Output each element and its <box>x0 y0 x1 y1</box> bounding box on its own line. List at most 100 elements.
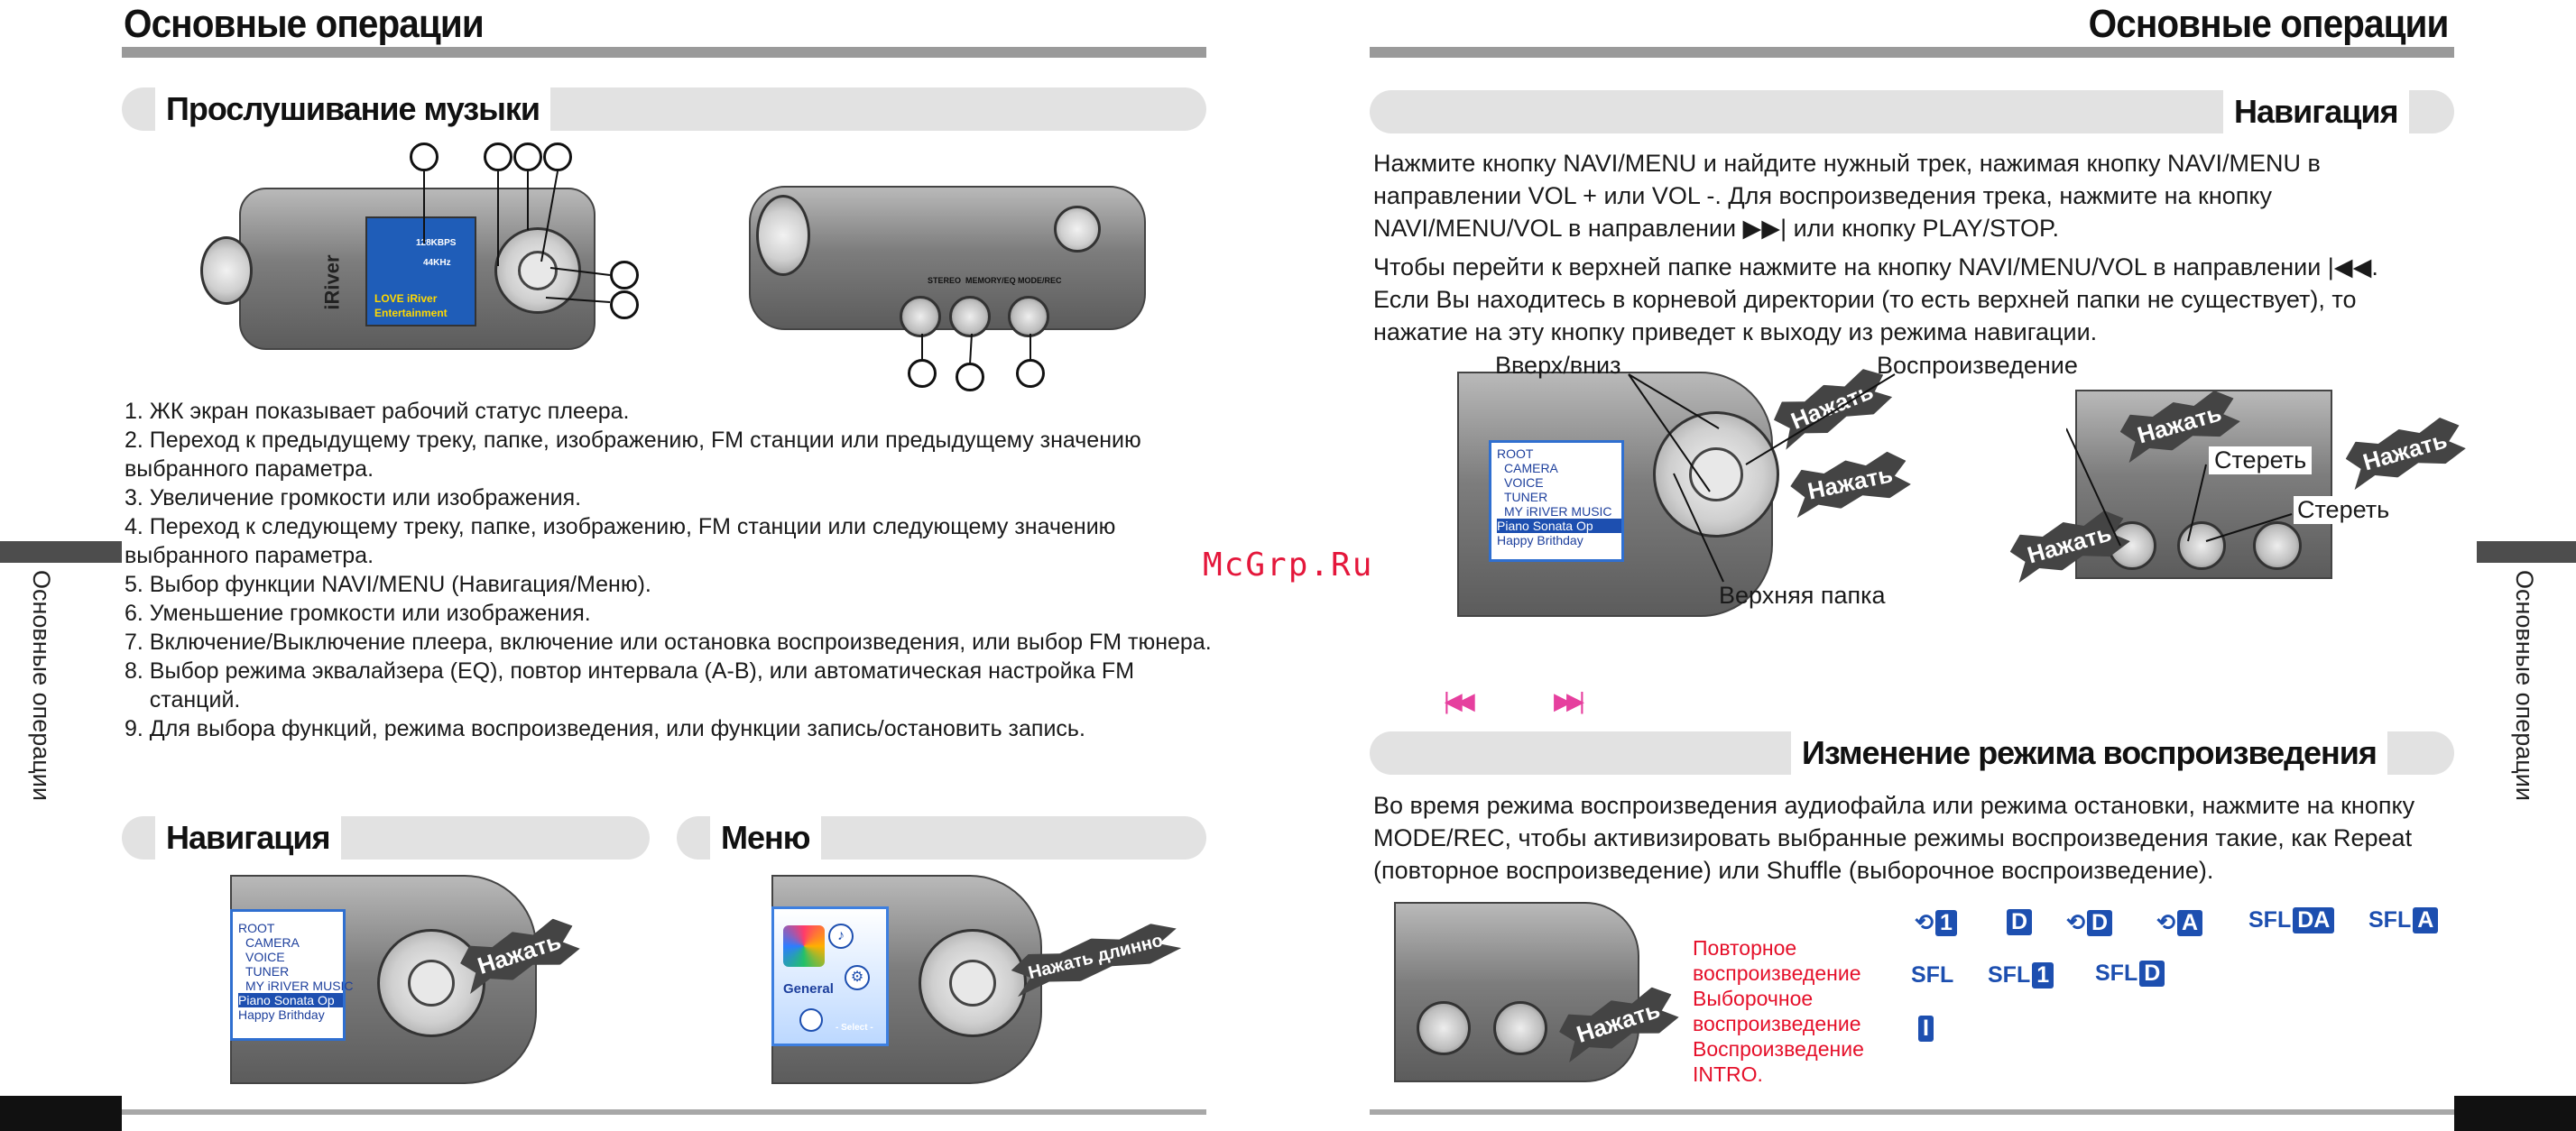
callout-1 <box>410 143 439 171</box>
label-delete-1: Стереть <box>2209 446 2313 474</box>
function-list: 1. ЖК экран показывает рабочий статус пл… <box>125 397 1216 743</box>
list-item: 7. Включение/Выключение плеера, включени… <box>125 630 1212 655</box>
folder-item: VOICE <box>1504 475 1544 490</box>
list-item: 4. Переход к следующему треку, папке, из… <box>125 514 1116 539</box>
label-upper-folder: Верхняя папка <box>1719 582 1886 609</box>
repeat-dir-badge: D <box>2005 909 2033 935</box>
list-item: станций. <box>125 687 241 713</box>
disc-icon <box>799 1008 823 1032</box>
legend-line: Выборочное <box>1693 987 1814 1010</box>
intro-badge: I <box>1916 1016 1934 1042</box>
side-label-left: Основные операции <box>28 570 55 801</box>
header-rule-left <box>122 47 1206 58</box>
general-icon <box>783 925 825 967</box>
callout-9 <box>1016 359 1045 388</box>
navigation-para-2: Чтобы перейти к верхней папке нажмите на… <box>1373 253 2378 280</box>
memory-eq-button-mode[interactable] <box>1417 1001 1471 1055</box>
stereo-button-top[interactable] <box>900 296 941 337</box>
next-arrow-icon: ▶▶| <box>1554 687 1585 714</box>
press-burst-right: Нажать <box>2342 413 2469 490</box>
mode-para: Во время режима воспроизведения аудиофай… <box>1373 792 2415 884</box>
label-delete-2: Стереть <box>2294 496 2394 524</box>
mode-device-body <box>1394 902 1639 1082</box>
folder-item: CAMERA <box>1504 461 1558 475</box>
folder-item: VOICE <box>245 950 285 964</box>
lcd-bitrate: 128KBPS <box>416 238 457 248</box>
device-brand-logo: iRiver <box>320 254 344 310</box>
section-title-navigation: Навигация <box>2223 90 2409 133</box>
side-tab-right <box>2477 541 2576 563</box>
legend-line: Повторное <box>1693 936 1797 960</box>
repeat-dir-all-badge: ⟲D <box>2066 909 2113 936</box>
navi-wheel-center-nav-small[interactable] <box>408 960 455 1007</box>
lcd-line2: Entertainment <box>374 307 448 319</box>
callout-lines-top <box>921 334 1031 365</box>
list-item: 6. Уменьшение громкости или изображения. <box>125 601 591 626</box>
footer-rule-right <box>1370 1109 2454 1115</box>
mode-legend: Повторное воспроизведение Выборочное вос… <box>1693 935 1864 1087</box>
folder-item: MY iRIVER MUSIC <box>1504 504 1612 519</box>
footer-corner-right <box>2454 1096 2576 1131</box>
label-playback: Воспроизведение <box>1877 352 2078 379</box>
legend-line: INTRO. <box>1693 1062 1763 1086</box>
list-item: 3. Увеличение громкости или изображения. <box>125 485 582 510</box>
folder-item-selected: Piano Sonata Op <box>1497 519 1621 533</box>
list-item: 2. Переход к предыдущему треку, папке, и… <box>125 428 1141 453</box>
memory-eq-button[interactable] <box>2177 521 2226 570</box>
mode-rec-button[interactable] <box>2253 521 2302 570</box>
callout-3 <box>513 143 542 171</box>
callout-5 <box>610 261 639 290</box>
device-top-port <box>1054 206 1101 253</box>
footer-corner-left <box>0 1096 122 1131</box>
mode-rec-button-top[interactable] <box>1008 296 1049 337</box>
music-icon: ♪ <box>828 924 854 949</box>
list-item: 5. Выбор функции NAVI/MENU (Навигация/Ме… <box>125 572 651 597</box>
device-top-dial <box>756 195 810 276</box>
navi-wheel-center-menu[interactable] <box>949 960 996 1007</box>
legend-line: Воспроизведение <box>1693 1037 1864 1061</box>
folder-item: TUNER <box>245 964 290 979</box>
device-front-lcd: 128KBPS 44KHz LOVE iRiver Entertainment <box>365 216 476 326</box>
settings-icon: ⚙ <box>845 965 870 990</box>
list-item: 1. ЖК экран показывает рабочий статус пл… <box>125 399 630 424</box>
folder-item-selected: Piano Sonata Op <box>238 993 343 1007</box>
folder-item: ROOT <box>238 921 275 935</box>
navigation-para-3: Если Вы находитесь в корневой директории… <box>1373 286 2357 345</box>
menu-general-label: General <box>783 981 834 997</box>
callout-4 <box>543 143 572 171</box>
label-memory-eq: MEMORY/EQ <box>965 276 1016 285</box>
menu-select-label: - Select - <box>836 1023 873 1033</box>
folder-item: Happy Brithday <box>238 1007 325 1022</box>
page-title-right: Основные операции <box>2088 2 2449 46</box>
watermark: McGrp.Ru <box>1203 547 1374 584</box>
section-title-menu: Меню <box>710 816 821 860</box>
lcd-freq: 44KHz <box>423 258 451 268</box>
navi-wheel-center[interactable] <box>518 251 558 290</box>
callout-6 <box>610 290 639 319</box>
delete-pointer-lines <box>2066 428 2293 547</box>
device-side-dial <box>200 236 253 305</box>
section-title-nav-small: Навигация <box>155 816 341 860</box>
lcd-line1: LOVE iRiver <box>374 292 438 305</box>
legend-line: воспроизведение <box>1693 1012 1861 1035</box>
callout-lines-front <box>423 170 611 303</box>
navigation-pointer-lines <box>1628 373 1896 583</box>
label-up-down: Вверх/вниз <box>1495 352 1621 379</box>
navi-wheel-center-navigation[interactable] <box>1689 447 1743 501</box>
list-item: выбранного параметра. <box>125 456 374 482</box>
label-mode-rec: MODE/REC <box>1018 276 1062 285</box>
list-item: выбранного параметра. <box>125 543 374 568</box>
mode-rec-button-mode[interactable] <box>1493 1001 1547 1055</box>
page-title-left: Основные операции <box>124 2 485 46</box>
side-tab-left <box>0 541 122 563</box>
section-title-listening: Прослушивание музыки <box>155 87 551 131</box>
repeat-all-badge: ⟲A <box>2156 909 2203 936</box>
navigation-lcd: ROOT CAMERA VOICE TUNER MY iRIVER MUSIC … <box>1489 440 1624 562</box>
folder-item: CAMERA <box>245 935 300 950</box>
prev-arrow-icon: |◀◀ <box>1444 687 1475 714</box>
memory-eq-button-top[interactable] <box>949 296 991 337</box>
legend-line: воспроизведение <box>1693 961 1861 985</box>
folder-item: ROOT <box>1497 446 1534 461</box>
